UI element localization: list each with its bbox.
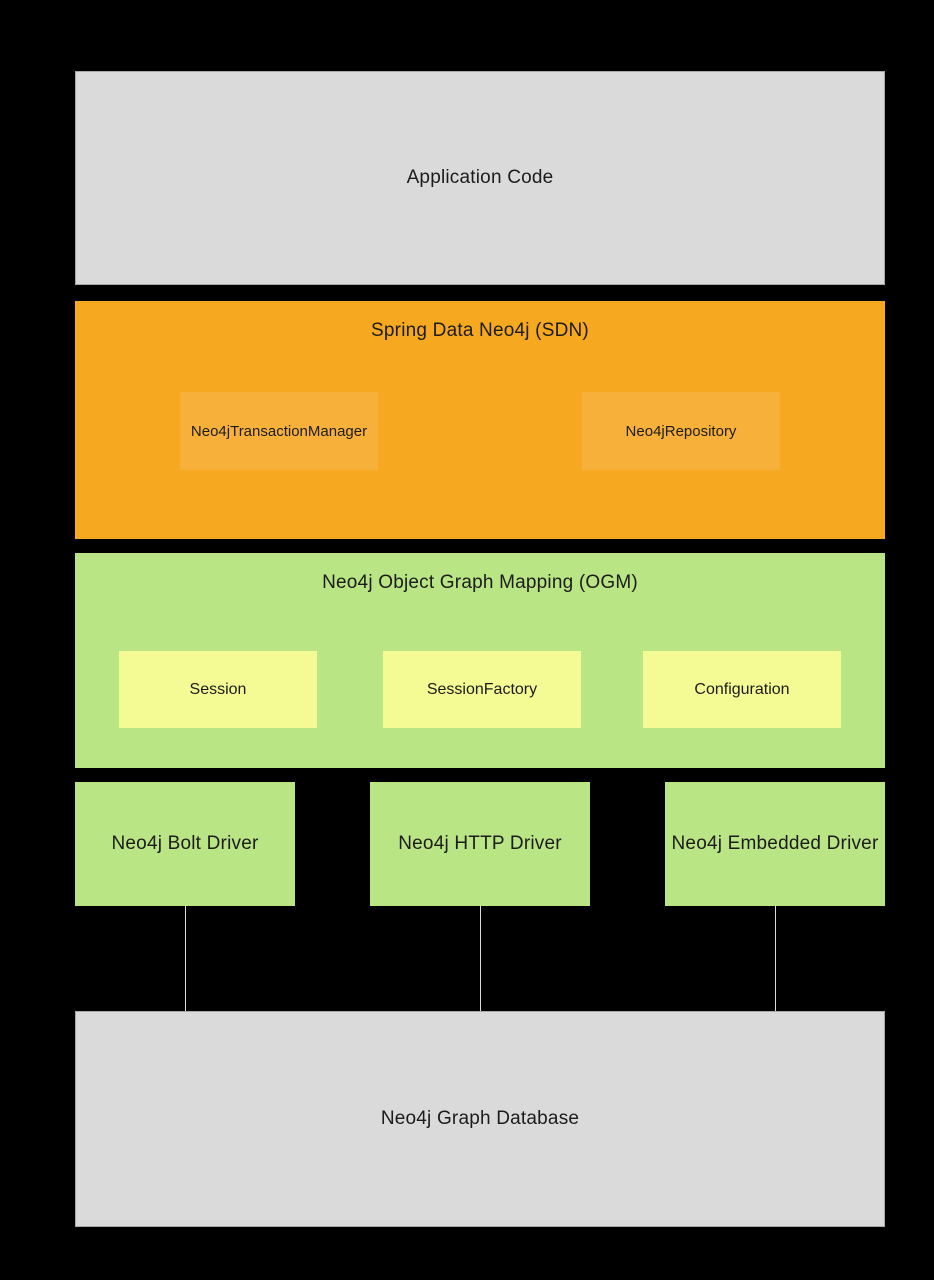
bolt-driver-connector-line: [185, 906, 186, 1011]
neo4j-http-driver-label: Neo4j HTTP Driver: [398, 833, 562, 854]
embedded-driver-connector-line: [775, 906, 776, 1011]
neo4j-repository-box: Neo4jRepository: [582, 392, 780, 470]
session-factory-box: SessionFactory: [383, 651, 581, 728]
http-driver-connector-line: [480, 906, 481, 1011]
spring-data-neo4j-box: Spring Data Neo4j (SDN) Neo4jTransaction…: [75, 301, 885, 539]
neo4j-graph-database-label: Neo4j Graph Database: [380, 1108, 580, 1129]
application-code-box: Application Code: [75, 71, 885, 285]
ogm-title: Neo4j Object Graph Mapping (OGM): [322, 572, 638, 593]
session-factory-label: SessionFactory: [426, 680, 538, 698]
neo4j-embedded-driver-box: Neo4j Embedded Driver: [665, 782, 885, 906]
configuration-box: Configuration: [643, 651, 841, 728]
configuration-label: Configuration: [694, 680, 790, 698]
neo4j-embedded-driver-label: Neo4j Embedded Driver: [671, 833, 879, 854]
neo4j-ogm-box: Neo4j Object Graph Mapping (OGM) Session…: [75, 553, 885, 768]
neo4j-transaction-manager-label: Neo4jTransactionManager: [190, 422, 368, 440]
application-code-label: Application Code: [406, 167, 554, 188]
session-label: Session: [189, 680, 247, 698]
neo4j-bolt-driver-label: Neo4j Bolt Driver: [111, 833, 259, 854]
neo4j-graph-database-box: Neo4j Graph Database: [75, 1011, 885, 1227]
neo4j-bolt-driver-box: Neo4j Bolt Driver: [75, 782, 295, 906]
sdn-title: Spring Data Neo4j (SDN): [371, 320, 589, 341]
neo4j-http-driver-box: Neo4j HTTP Driver: [370, 782, 590, 906]
neo4j-repository-label: Neo4jRepository: [625, 422, 737, 440]
neo4j-transaction-manager-box: Neo4jTransactionManager: [180, 392, 378, 470]
session-box: Session: [119, 651, 317, 728]
